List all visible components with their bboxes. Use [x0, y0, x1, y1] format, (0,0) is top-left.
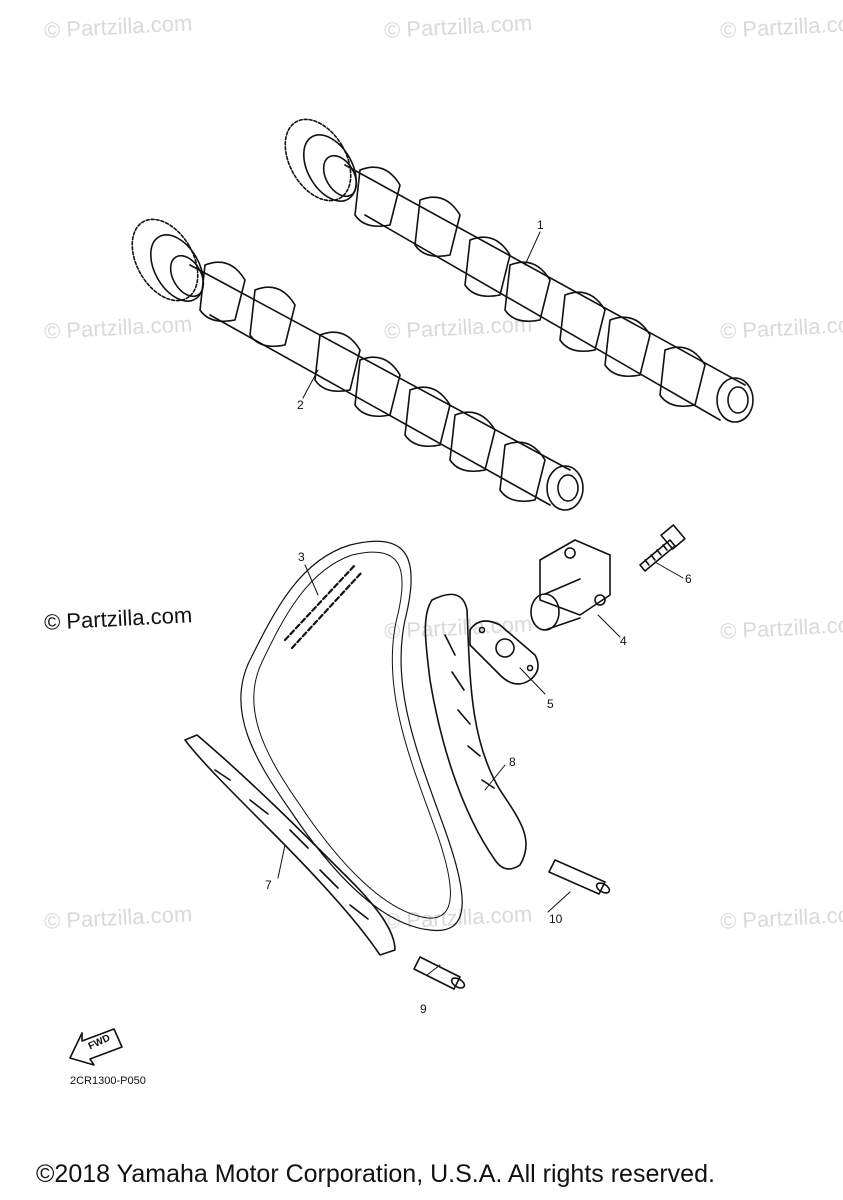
fwd-arrow-icon	[69, 1028, 123, 1066]
callout-1: 1	[537, 218, 544, 232]
pin-10	[548, 859, 611, 895]
camshaft-2	[131, 218, 584, 511]
gasket	[469, 620, 539, 685]
callout-10: 10	[549, 912, 563, 926]
callout-4: 4	[620, 634, 627, 648]
callout-2: 2	[297, 398, 304, 412]
timing-chain	[240, 540, 463, 932]
callout-3: 3	[298, 550, 305, 564]
chain-guide	[184, 734, 396, 956]
callout-9: 9	[420, 1002, 427, 1016]
bolt	[639, 524, 686, 572]
leader-lines	[277, 231, 684, 976]
pin-9	[413, 956, 466, 990]
callout-8: 8	[509, 755, 516, 769]
tensioner-guide	[424, 593, 527, 870]
camshaft-1	[284, 118, 754, 423]
copyright-notice: ©2018 Yamaha Motor Corporation, U.S.A. A…	[36, 1160, 715, 1188]
callout-7: 7	[265, 878, 272, 892]
diagram-code: 2CR1300-P050	[70, 1075, 146, 1087]
callout-5: 5	[547, 697, 554, 711]
chain-tensioner	[530, 539, 611, 631]
callout-6: 6	[685, 572, 692, 586]
